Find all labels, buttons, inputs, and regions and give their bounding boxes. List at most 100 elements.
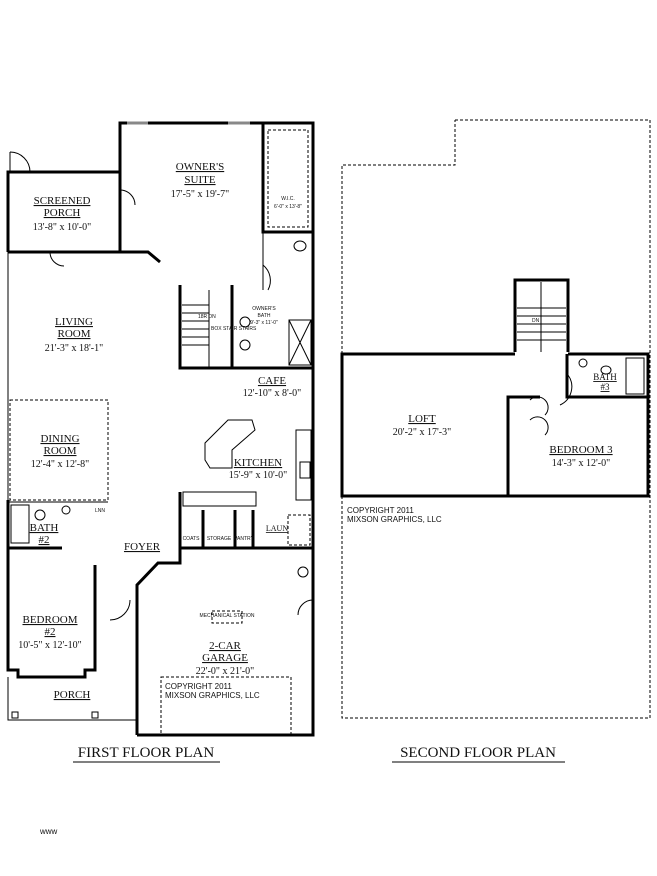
cafe-label: CAFE [258, 375, 286, 387]
water-heater-icon [297, 566, 309, 578]
bedroom3-label: BEDROOM 3 [549, 444, 613, 456]
dining-room-dims: 12'-4" x 12'-8" [31, 459, 89, 470]
living-room-label: ROOM [57, 328, 90, 340]
sink-icon [61, 505, 71, 515]
owners-suite-walls [118, 121, 315, 560]
wic-walls [261, 123, 313, 234]
cafe-dims: 12'-10" x 8'-0" [243, 388, 301, 399]
copyright-line: COPYRIGHT 2011 [347, 506, 414, 515]
bath3-label: BATH [593, 372, 617, 382]
sink-icon [578, 358, 588, 368]
foyer-label: FOYER [124, 541, 161, 553]
washer-dryer [287, 514, 311, 546]
second-floor-stair-walls [513, 278, 570, 352]
first-floor-plan [6, 121, 315, 737]
wic-label: W.I.C. [281, 196, 295, 202]
screened-porch-label: SCREENED [34, 195, 91, 207]
first-floor-title: FIRST FLOOR PLAN [78, 745, 215, 761]
garage-label: 2-CAR [209, 640, 241, 652]
door-swing [109, 599, 131, 621]
coats-label: COATS [183, 536, 201, 542]
bathtub-icon [10, 504, 30, 544]
copyright-line: MIXSON GRAPHICS, LLC [165, 691, 260, 700]
linen-label: LNN [95, 508, 105, 514]
screened-porch-label: PORCH [44, 207, 81, 219]
storage-label: STORAGE [207, 536, 232, 542]
shower [288, 319, 312, 366]
bath2-label: BATH [30, 522, 59, 534]
door-swing [559, 374, 573, 406]
living-room-walls [8, 250, 161, 264]
room-labels: OWNER'S SUITE 17'-5" x 19'-7" W.I.C. 6'-… [18, 161, 617, 836]
kitchen-label: KITCHEN [234, 457, 282, 469]
dining-room-label: DINING [40, 433, 79, 445]
bedroom2-label: #2 [45, 626, 56, 638]
kitchen-sink [299, 461, 311, 479]
toilet-icon [34, 509, 46, 521]
screened-porch-walls [6, 170, 122, 252]
bath2-walls [6, 500, 97, 679]
laundry-label: LAUN [266, 524, 288, 533]
porch-outline [7, 677, 137, 721]
garage-walls [135, 546, 315, 737]
copyright-line: MIXSON GRAPHICS, LLC [347, 515, 442, 524]
stair-walls [178, 285, 234, 370]
door-swing [262, 264, 271, 291]
door-swing [119, 189, 136, 206]
kitchen-counter [295, 429, 312, 501]
bedroom2-label: BEDROOM [22, 614, 77, 626]
mechanical-label: MECHANICAL STATION [200, 613, 255, 619]
bedroom2-dims: 10'-5" x 12'-10" [18, 640, 81, 651]
bath2-label: #2 [39, 534, 50, 546]
second-stairs-label: DN [532, 318, 540, 324]
kitchen-island [204, 419, 256, 469]
owners-bath-dims: 9'-3" x 11'-0" [250, 320, 278, 326]
dining-room-label: ROOM [43, 445, 76, 457]
sink-icon [239, 339, 251, 351]
owners-bath-label: BATH [258, 313, 271, 319]
closet-door [529, 396, 549, 436]
door-swing [9, 151, 31, 173]
second-floor-title: SECOND FLOOR PLAN [400, 745, 556, 761]
loft-dims: 20'-2" x 17'-3" [393, 427, 451, 438]
loft-walls [340, 352, 650, 498]
stairs-label: 18R DN [198, 314, 216, 320]
copyright-line: COPYRIGHT 2011 [165, 682, 232, 691]
porch-label: PORCH [54, 689, 91, 701]
door-swing [49, 251, 65, 267]
sink-icon [239, 316, 251, 328]
porch-post [11, 711, 19, 719]
screened-porch-dims: 13'-8" x 10'-0" [33, 222, 91, 233]
owners-bath-label: OWNER'S [252, 306, 276, 312]
living-room-dims: 21'-3" x 18'-1" [45, 343, 103, 354]
second-floor-plan [340, 119, 651, 719]
stair-note: BOX STAIR STAIRS [211, 326, 257, 332]
kitchen-dims: 15'-9" x 10'-0" [229, 470, 287, 481]
owners-suite-label: SUITE [184, 174, 215, 186]
stair-treads [517, 282, 566, 352]
mechanical-station [211, 610, 243, 624]
kitchen-counter-lower [182, 491, 257, 507]
watermark: www [39, 827, 58, 836]
toilet-icon [293, 240, 307, 252]
owners-suite-label: OWNER'S [176, 161, 224, 173]
garage-dims: 22'-0" x 21'-0" [196, 666, 254, 677]
shower-x [288, 319, 312, 366]
bedroom3-dims: 14'-3" x 12'-0" [552, 458, 610, 469]
garage-label: GARAGE [202, 652, 248, 664]
stair-treads [182, 290, 210, 368]
bedroom3-walls [506, 395, 540, 496]
toilet-icon [600, 365, 612, 375]
door-swing [297, 599, 314, 616]
bath3-label: #3 [601, 382, 611, 392]
loft-label: LOFT [408, 413, 436, 425]
garage-door-outline [160, 676, 292, 736]
owners-suite-dims: 17'-5" x 19'-7" [171, 189, 229, 200]
roof-outline [341, 119, 651, 719]
wic-shelving [267, 129, 309, 228]
dining-room-outline [9, 399, 109, 501]
wic-dims: 6'-0" x 13'-8" [274, 204, 302, 210]
bathtub-icon [625, 357, 645, 395]
porch-post [91, 711, 99, 719]
